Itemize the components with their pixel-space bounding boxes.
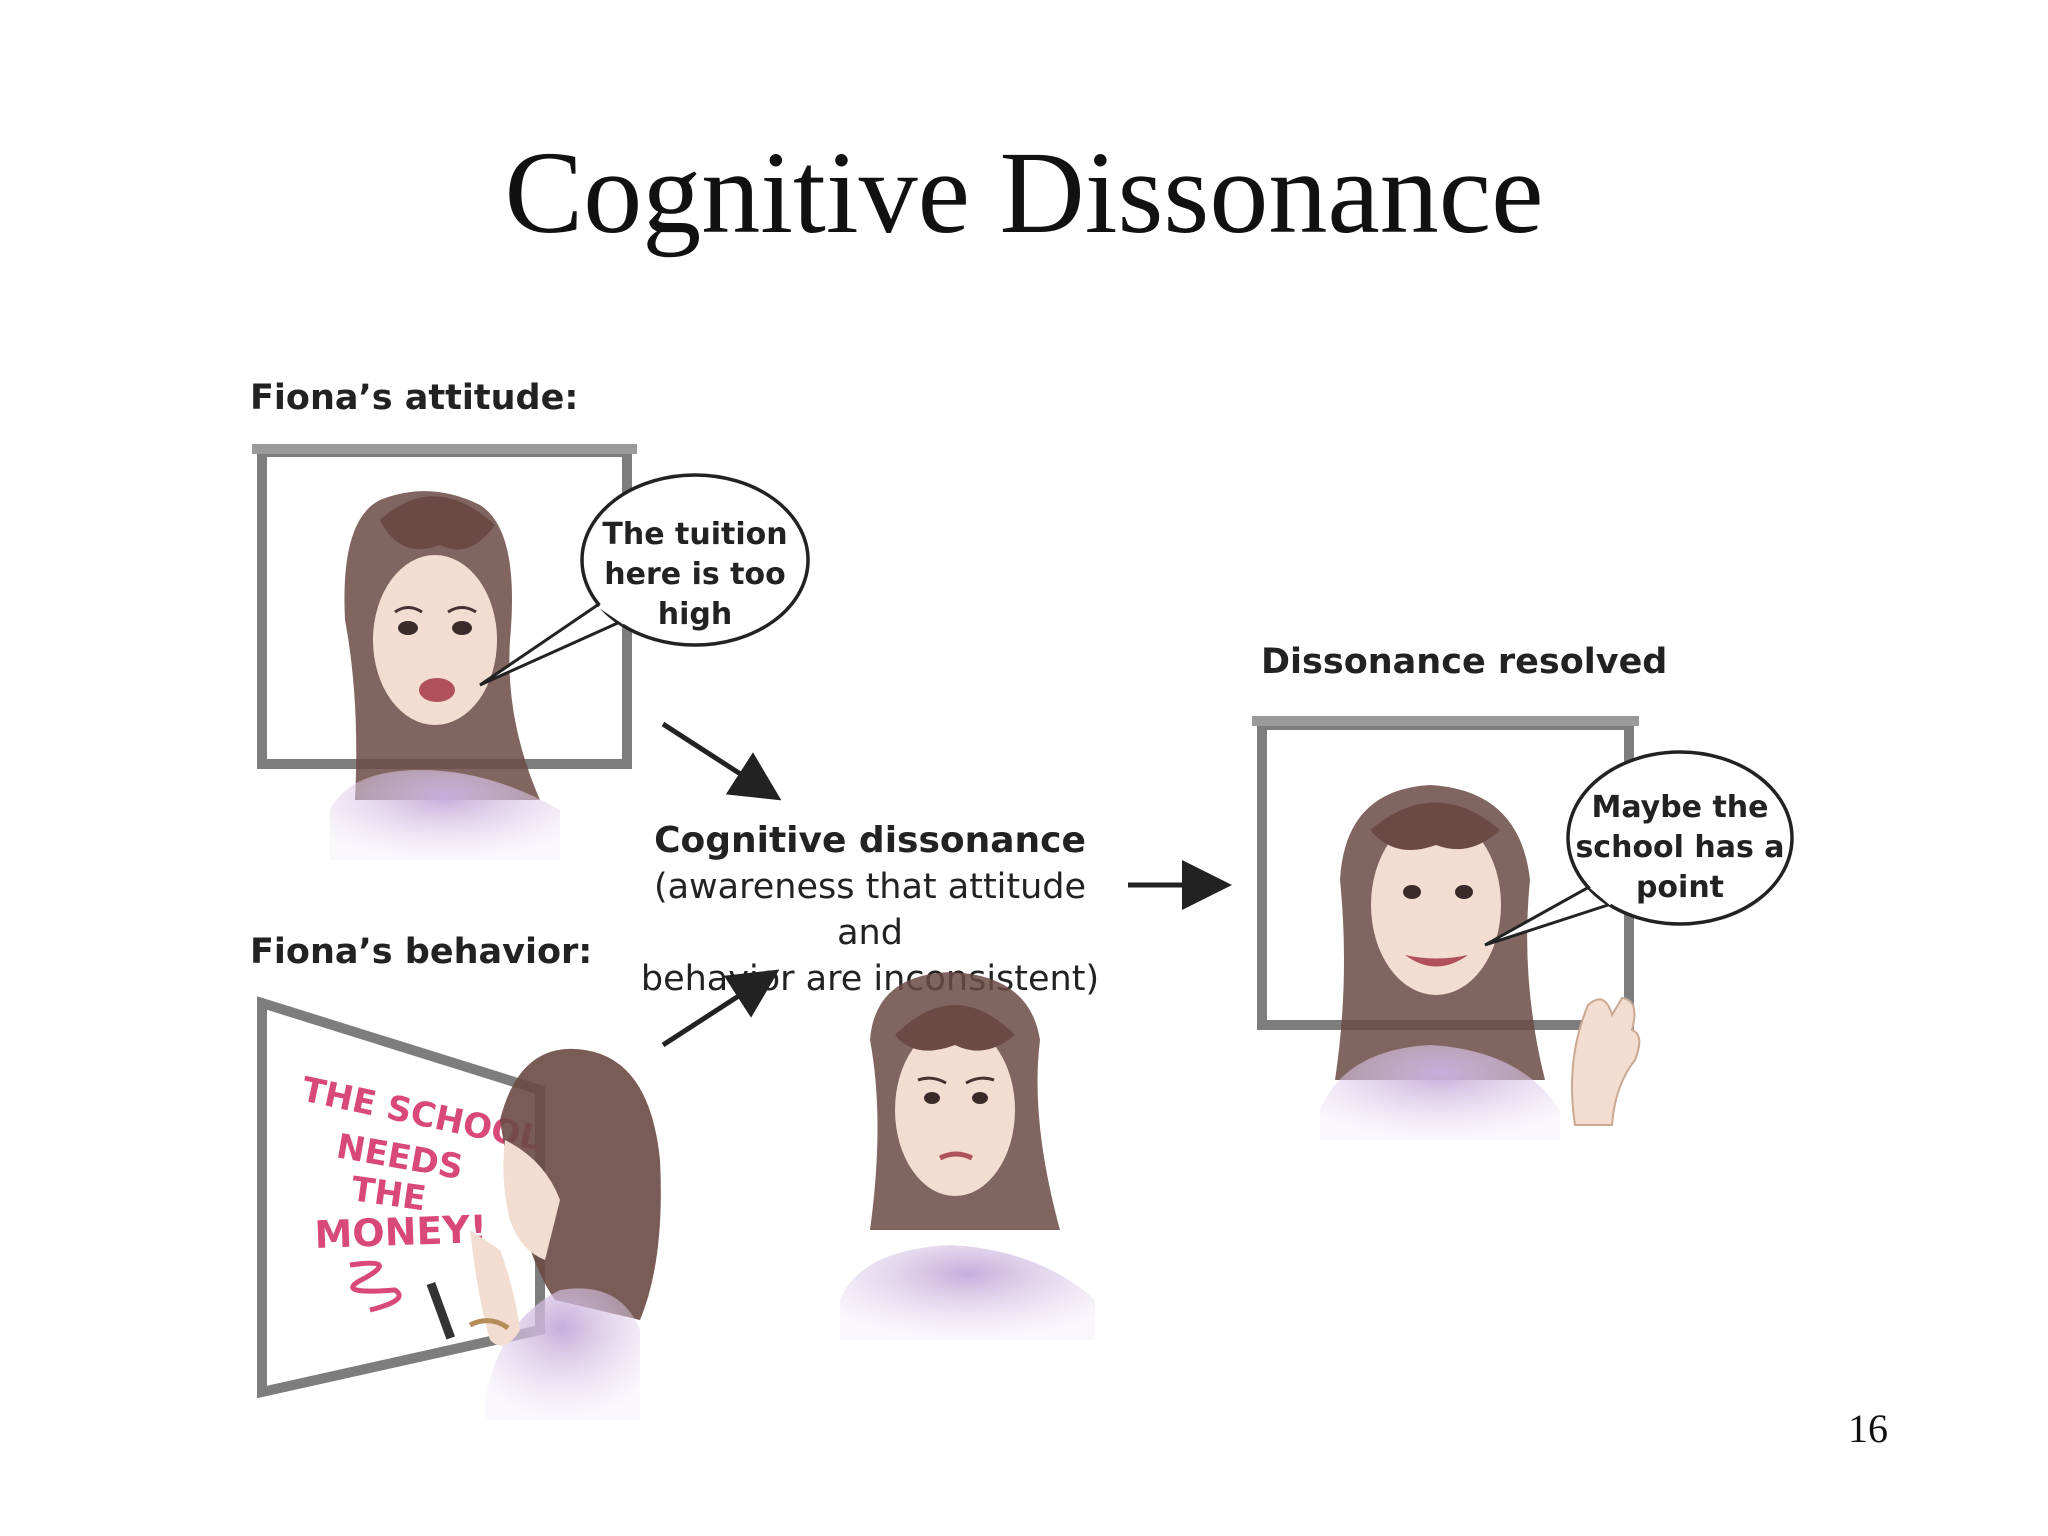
scribble-mark — [349, 1260, 402, 1313]
cognitive-dissonance-caption: Cognitive dissonance (awareness that att… — [620, 818, 1120, 1002]
hand — [470, 1230, 520, 1346]
face — [1371, 815, 1501, 995]
resolved-panel: Maybe the school has a point — [1252, 716, 1794, 1140]
worried-mouth — [938, 1151, 974, 1161]
behavior-panel: THE SCHOOL NEEDS THE MONEY! — [257, 996, 661, 1420]
shirt — [1320, 1045, 1560, 1140]
resolved-label: Dissonance resolved — [1261, 642, 1668, 682]
shirt — [485, 1288, 640, 1420]
arrow-behavior-to-dissonance — [661, 969, 780, 1048]
face-profile — [503, 1140, 560, 1260]
behavior-label: Fiona’s behavior: — [250, 932, 593, 972]
attitude-bubble-line-1: The tuition — [602, 517, 787, 552]
open-mouth — [419, 678, 455, 702]
page-number: 16 — [1848, 1406, 1888, 1451]
fiona-behavior-figure — [426, 1048, 661, 1420]
shirt — [330, 770, 560, 860]
attitude-bubble-line-2: here is too — [604, 557, 785, 592]
resolved-bubble-line-2: school has a — [1575, 830, 1784, 865]
cognitive-dissonance-heading: Cognitive dissonance — [654, 820, 1086, 861]
attitude-label: Fiona’s attitude: — [250, 378, 579, 418]
shirt — [840, 1245, 1095, 1340]
attitude-speech-bubble: The tuition here is too high — [479, 473, 810, 687]
caption-line-1: (awareness that attitude and — [653, 867, 1087, 953]
attitude-bubble-line-3: high — [658, 597, 732, 632]
whiteboard-line-4: MONEY! — [314, 1207, 488, 1257]
slide-title: Cognitive Dissonance — [504, 127, 1544, 258]
face — [373, 555, 497, 725]
bracelet — [468, 1318, 510, 1331]
raised-hand — [1571, 996, 1641, 1126]
resolved-bubble-line-3: point — [1636, 870, 1724, 905]
resolved-bubble-line-1: Maybe the — [1591, 790, 1768, 825]
fiona-dissonance-figure — [840, 972, 1095, 1340]
face — [895, 1024, 1015, 1196]
attitude-panel: The tuition here is too high — [252, 444, 810, 860]
caption-line-2: behavior are inconsistent) — [640, 959, 1100, 999]
smile — [1405, 955, 1468, 967]
marker-pen — [426, 1281, 455, 1340]
resolved-speech-bubble: Maybe the school has a point — [1484, 750, 1794, 947]
fiona-attitude-figure — [330, 491, 560, 860]
fiona-resolved-figure — [1320, 785, 1641, 1140]
arrow-attitude-to-dissonance — [661, 721, 782, 801]
